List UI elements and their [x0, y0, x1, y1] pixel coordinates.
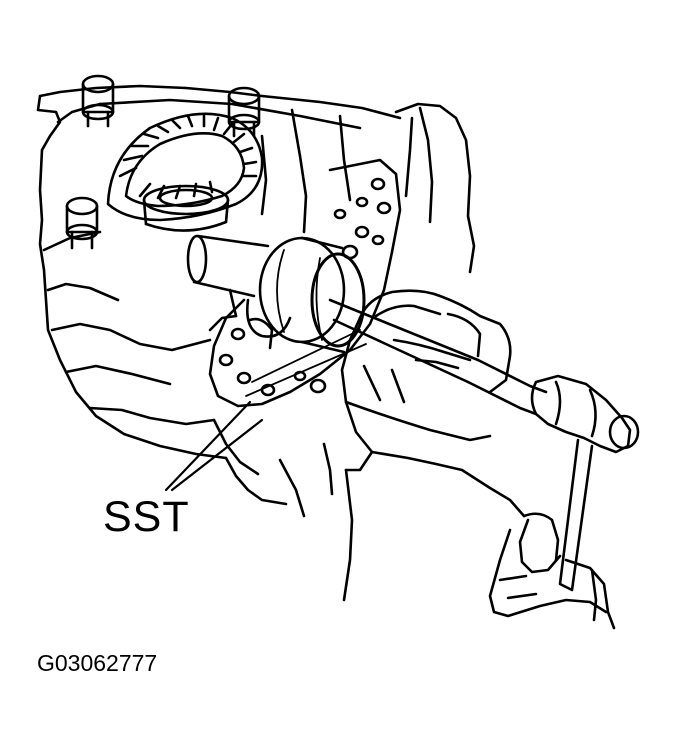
bolt-lower-left	[67, 198, 97, 248]
hammer	[532, 376, 638, 590]
lower-hand	[490, 514, 614, 628]
ring-gear	[108, 114, 262, 231]
figure-id: G03062777	[37, 650, 158, 676]
upper-hand	[342, 291, 524, 600]
transaxle-case	[38, 86, 474, 516]
sst-callout-label: SST	[103, 493, 190, 541]
side-shaft	[188, 236, 290, 337]
sst-leader-lines	[166, 402, 262, 490]
sst-tool	[246, 238, 546, 414]
bolt-left	[83, 76, 113, 126]
bolt-center	[229, 88, 259, 136]
case-flange	[210, 160, 400, 406]
